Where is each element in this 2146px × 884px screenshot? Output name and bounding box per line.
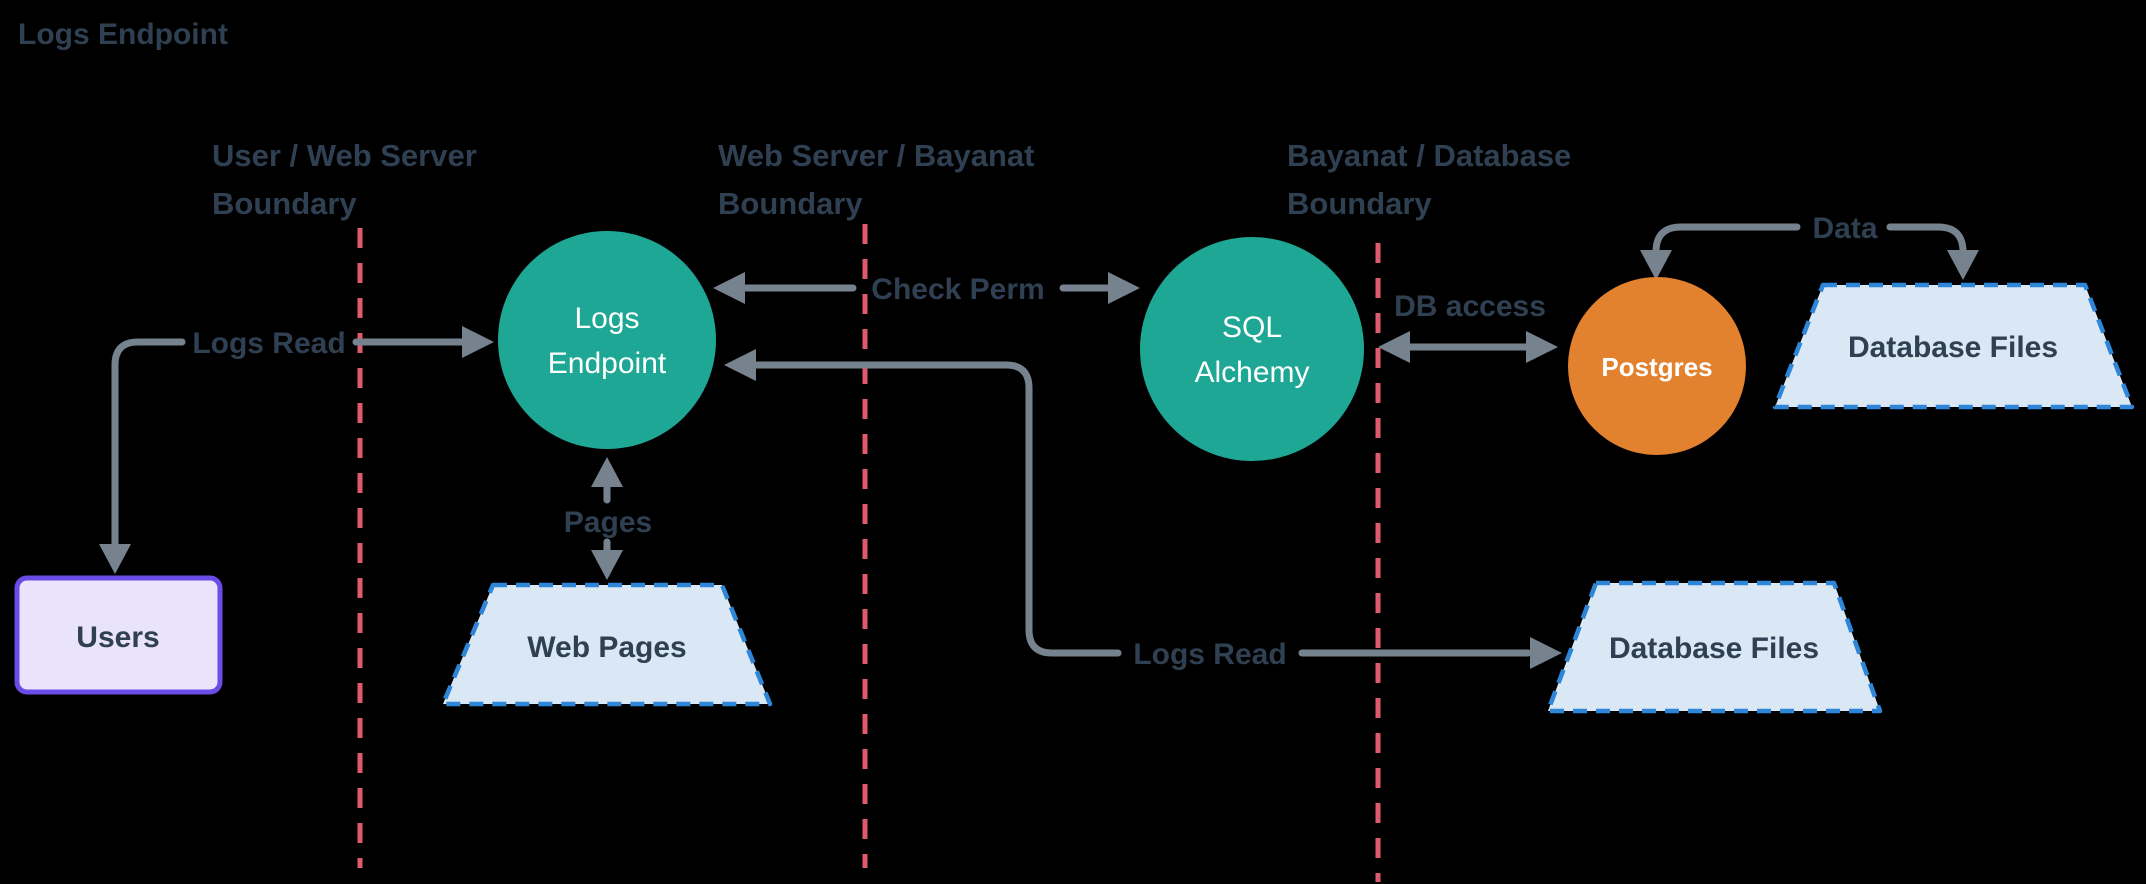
process-label: Postgres <box>1601 352 1712 382</box>
flow-label: Check Perm <box>871 273 1044 306</box>
node-users: Users <box>14 575 223 695</box>
flow-line[interactable] <box>111 338 186 552</box>
process-label-line2: Endpoint <box>548 347 667 380</box>
store-trapezoid[interactable] <box>440 582 773 707</box>
arrowhead-down-icon <box>591 550 623 580</box>
flow-label: Data <box>1812 212 1877 245</box>
boundary-label-line2: Boundary <box>718 186 863 221</box>
actor-label: Users <box>76 621 159 654</box>
flow-line[interactable] <box>1886 223 1967 256</box>
boundary-label-line1: User / Web Server <box>212 138 477 173</box>
flow-label: Pages <box>564 506 652 539</box>
boundary-label-line1: Bayanat / Database <box>1287 138 1571 173</box>
process-label-line2: Alchemy <box>1194 356 1309 389</box>
flow-line[interactable] <box>752 361 1122 657</box>
boundary-web-server-bayanat: Web Server / Bayanat Boundary <box>718 138 1034 868</box>
flow-logs-read-db: Logs Read <box>724 349 1562 671</box>
boundary-label-line2: Boundary <box>212 186 357 221</box>
process-circle[interactable] <box>1568 277 1746 455</box>
node-database-files-bottom: Database Files <box>1545 580 1883 714</box>
flow-label: Logs Read <box>192 327 345 360</box>
arrowhead-right-icon <box>462 326 494 358</box>
process-label-line1: SQL <box>1222 311 1282 344</box>
flow-logs-read-user: Logs Read <box>99 326 494 574</box>
store-label: Database Files <box>1609 632 1819 665</box>
node-web-pages: Web Pages <box>440 582 773 707</box>
arrowhead-right-icon <box>1530 637 1562 669</box>
boundary-label-line1: Web Server / Bayanat <box>718 138 1034 173</box>
flow-db-access: DB access <box>1378 290 1558 363</box>
arrowhead-right-icon <box>1108 272 1140 304</box>
process-label-line1: Logs <box>574 302 639 335</box>
node-postgres: Postgres <box>1568 277 1746 455</box>
arrowhead-right-icon <box>1526 331 1558 363</box>
flow-data: Data <box>1640 212 1979 280</box>
flow-check-perm: Check Perm <box>713 272 1140 306</box>
boundary-label-line2: Boundary <box>1287 186 1432 221</box>
store-trapezoid[interactable] <box>1545 580 1883 714</box>
store-label: Database Files <box>1848 331 2058 364</box>
store-trapezoid[interactable] <box>1772 282 2135 410</box>
arrowhead-left-icon <box>724 349 756 381</box>
node-logs-endpoint: Logs Endpoint <box>498 231 716 449</box>
boundary-bayanat-database: Bayanat / Database Boundary <box>1287 138 1571 882</box>
arrowhead-left-icon <box>713 272 745 304</box>
flow-label: Logs Read <box>1133 638 1286 671</box>
arrowhead-down-icon <box>1947 250 1979 280</box>
arrowhead-up-icon <box>591 457 623 487</box>
boundary-user-web-server: User / Web Server Boundary <box>212 138 477 868</box>
actor-box[interactable] <box>14 575 223 695</box>
flow-line[interactable] <box>1652 223 1801 256</box>
page-title: Logs Endpoint <box>18 18 228 51</box>
store-label: Web Pages <box>527 631 687 664</box>
process-circle[interactable] <box>498 231 716 449</box>
arrowhead-down-icon <box>99 544 131 574</box>
flow-label: DB access <box>1394 290 1546 323</box>
process-circle[interactable] <box>1140 237 1364 461</box>
node-sql-alchemy: SQL Alchemy <box>1140 237 1364 461</box>
arrowhead-down-icon <box>1640 250 1672 280</box>
flow-pages: Pages <box>564 457 652 580</box>
arrowhead-left-icon <box>1378 331 1410 363</box>
node-database-files-top: Database Files <box>1772 282 2135 410</box>
